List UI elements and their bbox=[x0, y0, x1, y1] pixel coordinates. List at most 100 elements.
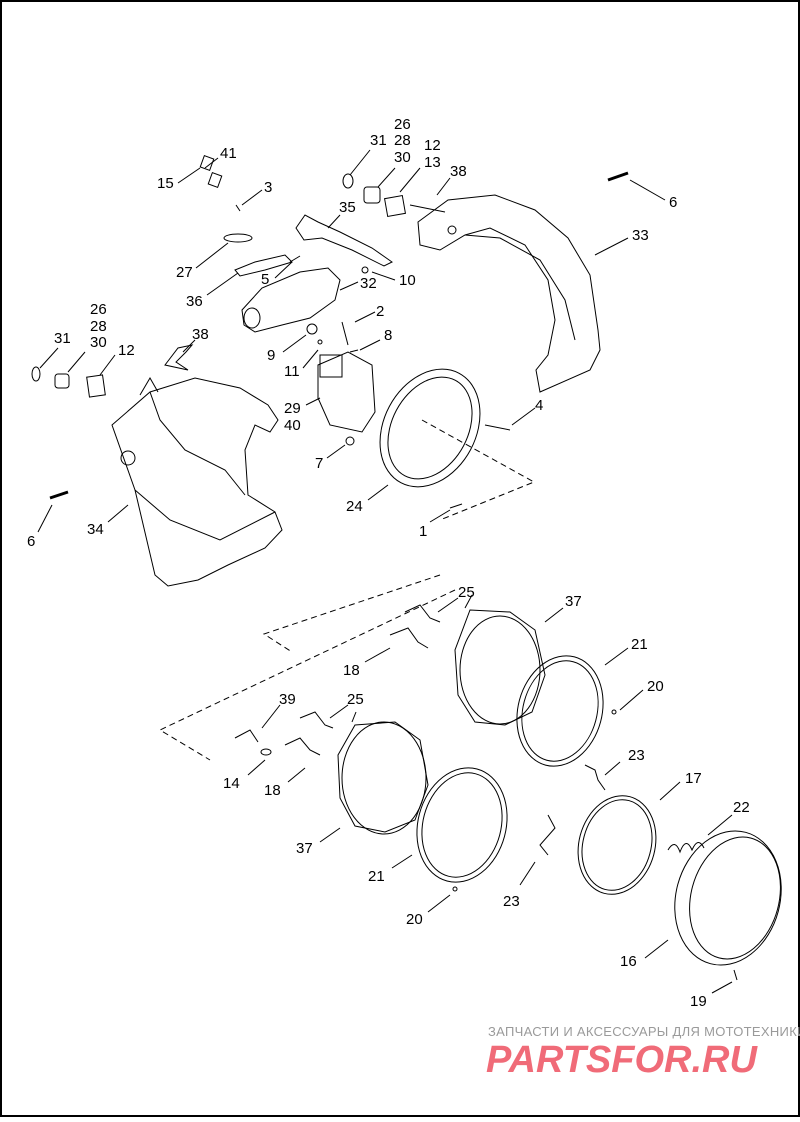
screw-4 bbox=[484, 424, 511, 431]
leader-35 bbox=[327, 214, 341, 229]
left-fairing-tab bbox=[139, 377, 159, 396]
leader-25-upper bbox=[437, 597, 459, 613]
upper-headlamp-lens bbox=[459, 615, 541, 725]
leader-15 bbox=[177, 167, 201, 184]
leader-38-left bbox=[182, 339, 196, 353]
callout-31-left: 31 bbox=[54, 330, 71, 347]
callout-7: 7 bbox=[315, 455, 323, 472]
leader-3 bbox=[241, 189, 263, 206]
callout-38-top: 38 bbox=[450, 163, 467, 180]
callout-18-lower: 18 bbox=[264, 782, 281, 799]
cover-opening bbox=[243, 307, 261, 329]
trim-bezel-inner bbox=[689, 836, 781, 960]
leader-14 bbox=[247, 759, 266, 776]
parts-drawing bbox=[31, 149, 782, 994]
callout-28-left: 28 bbox=[90, 318, 107, 335]
pad-left bbox=[86, 374, 106, 398]
leader-37-lower bbox=[319, 827, 341, 843]
washer-11 bbox=[317, 339, 323, 345]
callout-1: 1 bbox=[419, 523, 427, 540]
trim-strip bbox=[295, 214, 393, 267]
leader-upper bbox=[262, 574, 441, 653]
callout-34: 34 bbox=[87, 521, 104, 538]
watermark: ЗАПЧАСТИ И АКСЕССУАРЫ ДЛЯ МОТОТЕХНИКИ PA… bbox=[486, 1024, 800, 1081]
watermark-tagline: ЗАПЧАСТИ И АКСЕССУАРЫ ДЛЯ МОТОТЕХНИКИ bbox=[488, 1024, 800, 1039]
callout-29: 29 bbox=[284, 400, 301, 417]
screw-20-upper bbox=[611, 709, 617, 715]
callout-21-lower: 21 bbox=[368, 868, 385, 885]
callout-14: 14 bbox=[223, 775, 240, 792]
mounting-ring-inner bbox=[387, 376, 473, 480]
leader-30-left bbox=[67, 351, 86, 373]
lower-headlamp-lens bbox=[341, 721, 427, 835]
callout-2: 2 bbox=[376, 303, 384, 320]
callout-26-top: 26 bbox=[394, 116, 411, 133]
leader-30-top bbox=[377, 167, 396, 188]
callout-12-top: 12 bbox=[424, 137, 441, 154]
callout-20-upper: 20 bbox=[647, 678, 664, 695]
callout-11: 11 bbox=[284, 363, 300, 380]
leader-41 bbox=[204, 157, 219, 169]
leader-6-left bbox=[37, 504, 53, 533]
retaining-ring-upper-inner bbox=[521, 660, 599, 762]
left-outer-fairing bbox=[111, 377, 283, 587]
bulb-18-lower bbox=[284, 737, 321, 756]
callout-6-right: 6 bbox=[669, 194, 677, 211]
leader-38-top bbox=[436, 177, 451, 196]
bracket-plate bbox=[223, 233, 253, 243]
leader-9 bbox=[282, 334, 307, 353]
leader-18-lower bbox=[287, 767, 306, 783]
leader-13 bbox=[399, 167, 421, 193]
bulb-25-lower bbox=[299, 711, 334, 729]
nut-10 bbox=[361, 266, 369, 274]
pin-6-left bbox=[49, 490, 69, 500]
leader-20-lower bbox=[427, 894, 451, 913]
washer-9 bbox=[306, 323, 318, 335]
leader-31-left bbox=[39, 347, 59, 369]
washer-31-left bbox=[31, 366, 41, 382]
mounting-ring-outer bbox=[379, 368, 481, 488]
right-outer-fairing bbox=[417, 194, 601, 393]
leader-6-right bbox=[629, 179, 666, 201]
leader-18-upper bbox=[364, 647, 391, 663]
callout-10: 10 bbox=[399, 272, 416, 289]
upper-inner-cover bbox=[241, 267, 341, 333]
callout-26-left: 26 bbox=[90, 301, 107, 318]
callout-12-left: 12 bbox=[118, 342, 135, 359]
socket-39 bbox=[234, 729, 259, 743]
callout-20-lower: 20 bbox=[406, 911, 423, 928]
retaining-ring-upper bbox=[516, 655, 604, 767]
grommet-14 bbox=[260, 748, 272, 756]
callout-28-top: 28 bbox=[394, 132, 411, 149]
callout-21-upper: 21 bbox=[631, 636, 648, 653]
leader-lower bbox=[158, 589, 456, 761]
leader-1 bbox=[429, 509, 451, 523]
leader-20-upper bbox=[619, 689, 644, 711]
dashed-leaders bbox=[158, 419, 536, 761]
callout-41: 41 bbox=[220, 145, 237, 162]
watermark-logo: PARTSFOR.RU bbox=[486, 1039, 758, 1081]
callout-6-left: 6 bbox=[27, 533, 35, 550]
callout-27: 27 bbox=[176, 264, 193, 281]
callout-9: 9 bbox=[267, 347, 275, 364]
callout-25-upper: 25 bbox=[458, 584, 475, 601]
leader-22 bbox=[707, 814, 733, 836]
leader-25-lower bbox=[329, 704, 349, 719]
leader-21-lower bbox=[391, 854, 413, 869]
bulb-25-upper bbox=[404, 604, 441, 623]
seal-ring-inner bbox=[581, 799, 653, 891]
leader-34 bbox=[107, 504, 129, 523]
leader-37-upper bbox=[544, 607, 564, 623]
leader-31-top bbox=[349, 149, 371, 176]
left-fairing-crease bbox=[149, 391, 246, 496]
leader-19 bbox=[711, 981, 733, 994]
callout-24: 24 bbox=[346, 498, 363, 515]
callout-40: 40 bbox=[284, 417, 301, 434]
callout-8: 8 bbox=[384, 327, 392, 344]
bolt-2 bbox=[341, 321, 349, 346]
retaining-ring-lower-inner bbox=[421, 772, 503, 878]
leader-39 bbox=[261, 704, 281, 729]
leader-24 bbox=[367, 484, 389, 501]
